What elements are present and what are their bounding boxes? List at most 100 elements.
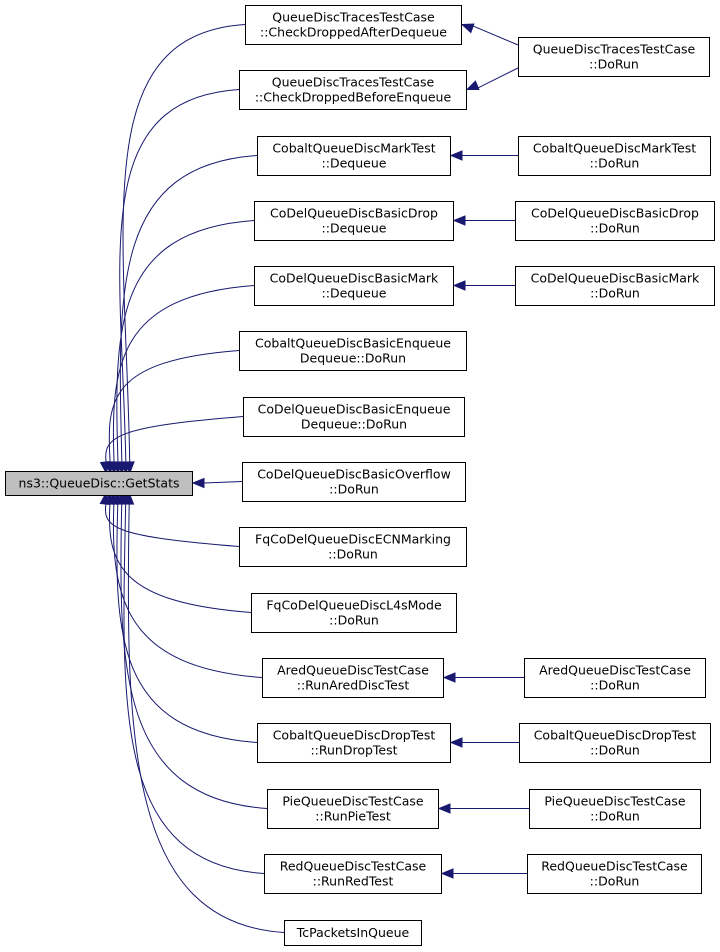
node-label-line: Dequeue::DoRun bbox=[301, 417, 407, 432]
node-label-line: AredQueueDiscTestCase bbox=[539, 663, 691, 678]
node-label-line: CoDelQueueDiscBasicOverflow bbox=[257, 467, 451, 482]
node-label-line: ::DoRun bbox=[328, 547, 378, 562]
node-label-line: CoDelQueueDiscBasicMark bbox=[270, 271, 439, 286]
edge-n3-to-root bbox=[116, 155, 258, 475]
graph-node-n10[interactable]: FqCoDelQueueDiscL4sMode::DoRun bbox=[251, 593, 457, 633]
node-box bbox=[5, 471, 193, 496]
edge-n15-to-root bbox=[123, 491, 285, 933]
graph-node-n8[interactable]: CoDelQueueDiscBasicOverflow::DoRun bbox=[242, 462, 466, 502]
graph-node-r3[interactable]: CobaltQueueDiscMarkTest::DoRun bbox=[518, 136, 711, 176]
arrowhead bbox=[99, 460, 111, 475]
graph-node-r13[interactable]: PieQueueDiscTestCase::DoRun bbox=[529, 789, 701, 829]
graph-node-n9[interactable]: FqCoDelQueueDiscECNMarking::DoRun bbox=[239, 527, 467, 567]
node-box bbox=[254, 201, 454, 241]
edge-line bbox=[116, 220, 255, 464]
node-box bbox=[254, 266, 454, 306]
arrowhead bbox=[449, 737, 463, 748]
node-label-line: ::RunRedTest bbox=[313, 874, 394, 889]
node-box bbox=[264, 854, 442, 894]
edge-line bbox=[112, 502, 263, 678]
node-label-line: RedQueueDiscTestCase bbox=[280, 859, 427, 874]
node-label-line: ::DoRun bbox=[590, 678, 640, 693]
node-label-line: ::DoRun bbox=[590, 743, 640, 758]
graph-node-r12[interactable]: CobaltQueueDiscDropTest::DoRun bbox=[519, 723, 711, 763]
arrowhead bbox=[460, 23, 475, 34]
node-box bbox=[515, 266, 715, 306]
root-node[interactable]: ns3::QueueDisc::GetStats bbox=[5, 471, 193, 496]
node-box bbox=[239, 527, 467, 567]
graph-node-n13[interactable]: PieQueueDiscTestCase::RunPieTest bbox=[267, 789, 439, 829]
edge-line bbox=[471, 25, 519, 46]
edge-line bbox=[109, 502, 252, 613]
node-label-line: ::DoRun bbox=[590, 221, 640, 236]
node-label-line: ::CheckDroppedBeforeEnqueue bbox=[255, 90, 452, 105]
graph-node-n6[interactable]: CobaltQueueDiscBasicEnqueueDequeue::DoRu… bbox=[239, 331, 467, 371]
node-label-line: FqCoDelQueueDiscL4sMode bbox=[266, 598, 442, 613]
graph-node-r11[interactable]: AredQueueDiscTestCase::DoRun bbox=[524, 658, 706, 698]
edge-n5-to-root bbox=[108, 285, 255, 475]
node-label-line: CobaltQueueDiscDropTest bbox=[534, 728, 697, 743]
edge-layer bbox=[99, 23, 529, 933]
edge-r3-to-n3 bbox=[449, 150, 518, 161]
node-box bbox=[245, 5, 462, 45]
node-label-line: ::RunAredDiscTest bbox=[297, 678, 410, 693]
node-box bbox=[262, 658, 444, 698]
node-box bbox=[239, 331, 467, 371]
arrowhead bbox=[440, 868, 454, 879]
edge-r12-to-n12 bbox=[449, 737, 519, 748]
node-label-line: QueueDiscTracesTestCase bbox=[272, 10, 435, 25]
arrowhead bbox=[449, 150, 463, 161]
node-label-line: ::DoRun bbox=[589, 57, 639, 72]
graph-node-r4[interactable]: CoDelQueueDiscBasicDrop::DoRun bbox=[515, 201, 715, 241]
graph-node-r5[interactable]: CoDelQueueDiscBasicMark::DoRun bbox=[515, 266, 715, 306]
graph-node-n4[interactable]: CoDelQueueDiscBasicDrop::Dequeue bbox=[254, 201, 454, 241]
edge-line bbox=[112, 285, 255, 464]
node-label-line: CobaltQueueDiscMarkTest bbox=[533, 141, 696, 156]
node-label-line: FqCoDelQueueDiscECNMarking bbox=[255, 532, 451, 547]
node-label-line: ::Dequeue bbox=[322, 221, 387, 236]
node-label-line: ::Dequeue bbox=[322, 156, 387, 171]
node-box bbox=[257, 136, 451, 176]
node-label-line: ::DoRun bbox=[590, 809, 640, 824]
node-box bbox=[242, 462, 466, 502]
graph-node-n3[interactable]: CobaltQueueDiscMarkTest::Dequeue bbox=[257, 136, 451, 176]
edge-line bbox=[104, 502, 240, 547]
node-label-line: CoDelQueueDiscBasicEnqueue bbox=[258, 402, 451, 417]
edge-line bbox=[116, 502, 258, 743]
graph-node-n15[interactable]: TcPacketsInQueue bbox=[284, 920, 422, 946]
edge-r13-to-n13 bbox=[437, 803, 529, 814]
graph-node-n14[interactable]: RedQueueDiscTestCase::RunRedTest bbox=[264, 854, 442, 894]
edge-n4-to-root bbox=[112, 220, 255, 475]
node-box bbox=[529, 789, 701, 829]
node-label-line: CoDelQueueDiscBasicDrop bbox=[270, 206, 438, 221]
node-label-line: CobaltQueueDiscBasicEnqueue bbox=[255, 336, 451, 351]
node-label-line: ::DoRun bbox=[590, 286, 640, 301]
edge-r5-to-n5 bbox=[452, 280, 515, 291]
edge-r14-to-n14 bbox=[440, 868, 527, 879]
edge-line bbox=[123, 502, 265, 874]
edge-line bbox=[120, 502, 268, 809]
graph-node-n2[interactable]: QueueDiscTracesTestCase::CheckDroppedBef… bbox=[239, 70, 467, 110]
node-box bbox=[267, 789, 439, 829]
node-box bbox=[284, 920, 422, 946]
graph-node-r14[interactable]: RedQueueDiscTestCase::DoRun bbox=[527, 854, 702, 894]
node-label-line: CobaltQueueDiscDropTest bbox=[273, 728, 436, 743]
graph-node-n11[interactable]: AredQueueDiscTestCase::RunAredDiscTest bbox=[262, 658, 444, 698]
edge-n10-to-root bbox=[104, 491, 252, 613]
node-box bbox=[518, 136, 711, 176]
node-box bbox=[251, 593, 457, 633]
edge-line bbox=[476, 67, 519, 89]
edge-line bbox=[203, 481, 243, 484]
node-box bbox=[243, 397, 465, 437]
node-box bbox=[519, 723, 711, 763]
edge-r11-to-n11 bbox=[442, 672, 524, 683]
arrowhead bbox=[123, 491, 135, 505]
graph-node-n12[interactable]: CobaltQueueDiscDropTest::RunDropTest bbox=[257, 723, 451, 763]
graph-node-n1[interactable]: QueueDiscTracesTestCase::CheckDroppedAft… bbox=[245, 5, 462, 45]
edge-n7-to-root bbox=[99, 416, 244, 475]
node-label-line: TcPacketsInQueue bbox=[296, 925, 410, 940]
graph-node-r1[interactable]: QueueDiscTracesTestCase::DoRun bbox=[518, 37, 710, 77]
node-label-line: CoDelQueueDiscBasicDrop bbox=[531, 206, 699, 221]
graph-node-n5[interactable]: CoDelQueueDiscBasicMark::Dequeue bbox=[254, 266, 454, 306]
